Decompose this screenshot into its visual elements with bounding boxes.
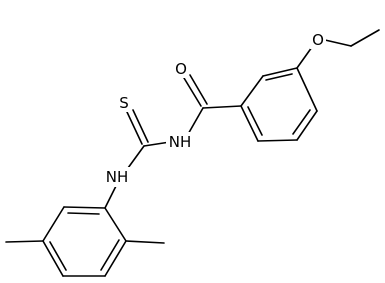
bond-ethyl-ch3 xyxy=(350,29,380,47)
bond-ring2-a xyxy=(63,206,106,209)
bond-ring2-b xyxy=(42,206,65,242)
bond-nh-thiocarbonyl xyxy=(143,141,171,147)
bond-ring1-d xyxy=(257,139,298,142)
atom-label-aniline-nitrogen: NH xyxy=(106,168,129,186)
bond-ring1-e xyxy=(296,110,318,141)
bond-ring2-c-inner xyxy=(49,241,67,271)
bond-ring1-f xyxy=(296,67,318,112)
bond-c-o-double-2 xyxy=(189,74,208,105)
bond-methyl-right xyxy=(125,240,165,244)
bond-ring1-a-inner xyxy=(265,73,293,81)
atom-amide-nitrogen: NH xyxy=(166,132,194,152)
bond-c-s-double-2 xyxy=(132,109,149,143)
bond-thiocarbonyl-nh xyxy=(127,145,145,169)
bond-ring2-e xyxy=(104,240,127,277)
bond-ring2-c xyxy=(42,240,64,277)
atom-ether-oxygen: O xyxy=(310,31,326,49)
bond-ring1-e-inner xyxy=(292,109,311,135)
bond-methyl-left xyxy=(5,240,44,243)
bond-ring1-c xyxy=(240,105,259,142)
bond-carbonyl-nh xyxy=(186,107,204,137)
bond-ring2-f xyxy=(104,207,127,242)
atom-label-amide-nitrogen: NH xyxy=(169,133,192,151)
bond-ring1-b xyxy=(240,75,264,107)
bond-ring-carbonyl xyxy=(202,105,242,109)
bond-c-s-double-1 xyxy=(126,111,143,145)
bond-nh-aryl xyxy=(104,183,118,209)
atom-thio-sulfur: S xyxy=(116,94,132,112)
bond-ring1-a xyxy=(262,67,298,77)
bond-ring2-a-inner xyxy=(67,212,100,215)
atom-carbonyl-oxygen: O xyxy=(172,60,188,78)
bond-lines xyxy=(5,29,380,277)
atom-labels: O O NH S NH xyxy=(103,31,326,187)
atom-aniline-nitrogen: NH xyxy=(103,167,131,187)
bond-ethyl-ch2-o xyxy=(324,39,352,47)
bond-o-aryl xyxy=(296,46,313,69)
bond-c-o-double-1 xyxy=(183,77,202,107)
bond-ring2-e-inner xyxy=(100,239,120,271)
bond-ring1-c-inner xyxy=(247,106,263,136)
atom-label-carbonyl-oxygen: O xyxy=(175,60,187,78)
atom-label-thio-sulfur: S xyxy=(119,94,129,112)
atom-label-ether-oxygen: O xyxy=(312,31,324,49)
